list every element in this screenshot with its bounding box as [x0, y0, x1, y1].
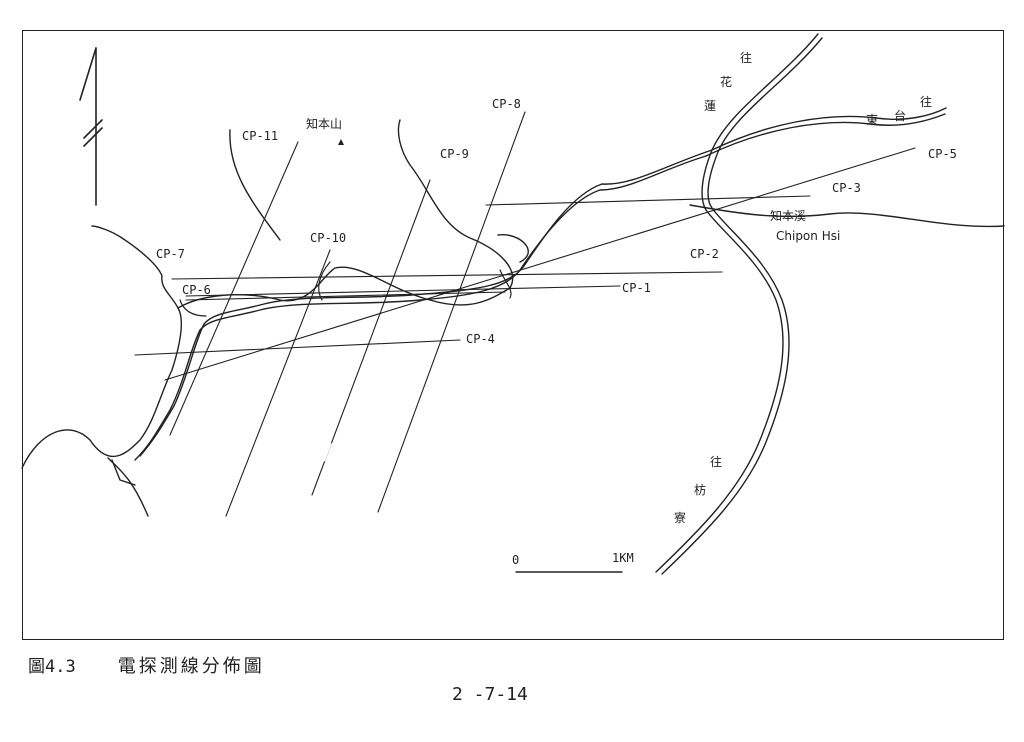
survey-line-cp1 [185, 285, 621, 297]
scale-end-label: 1KM [612, 551, 634, 565]
north-arrow-icon [79, 47, 103, 206]
label-cp4: CP-4 [466, 332, 495, 346]
survey-line-cp9 [311, 179, 431, 496]
label-cp11: CP-11 [242, 129, 279, 143]
survey-lines [134, 111, 916, 517]
figure-number: 圖4.3 [28, 657, 76, 677]
label-cp5: CP-5 [928, 147, 957, 161]
main-road [134, 33, 947, 575]
mountain-peak-icon [338, 139, 344, 145]
label-cp3: CP-3 [832, 181, 861, 195]
label-taitung-3: 東 [866, 113, 879, 127]
survey-line-cp6 [185, 291, 506, 301]
label-fangliao-1: 往 [710, 455, 723, 469]
survey-line-cp5 [164, 147, 916, 381]
label-hualien-2: 花 [720, 75, 733, 89]
label-hualien-3: 蓮 [704, 99, 717, 113]
map-frame [22, 30, 1004, 640]
scale-start-label: 0 [512, 553, 520, 567]
label-river: 知本溪 [770, 209, 807, 223]
label-hualien-1: 往 [740, 51, 753, 65]
label-cp1: CP-1 [622, 281, 651, 295]
survey-line-cp2 [171, 271, 723, 280]
branch-curves [179, 261, 512, 317]
survey-line-cp9-dash [322, 442, 332, 462]
figure-title: 電探測線分佈圖 [117, 656, 265, 677]
survey-line-cp8 [377, 111, 526, 513]
label-taitung-1: 往 [920, 95, 933, 109]
label-river-roman: Chipon Hsi [776, 229, 841, 243]
label-cp10: CP-10 [310, 231, 347, 245]
label-cp9: CP-9 [440, 147, 469, 161]
label-cp7: CP-7 [156, 247, 185, 261]
figure-caption: 圖4.3 電探測線分佈圖 [28, 652, 265, 678]
page-number: 2 -7-14 [452, 684, 528, 705]
label-cp2: CP-2 [690, 247, 719, 261]
label-cp8: CP-8 [492, 97, 521, 111]
label-mountain: 知本山 [306, 117, 343, 131]
label-taitung-2: 台 [894, 109, 907, 123]
survey-line-cp4 [134, 339, 461, 356]
survey-line-cp10 [225, 249, 331, 517]
label-fangliao-3: 寮 [674, 511, 687, 525]
survey-line-cp11 [169, 141, 299, 436]
label-cp6: CP-6 [182, 283, 211, 297]
label-fangliao-2: 枋 [694, 483, 707, 497]
